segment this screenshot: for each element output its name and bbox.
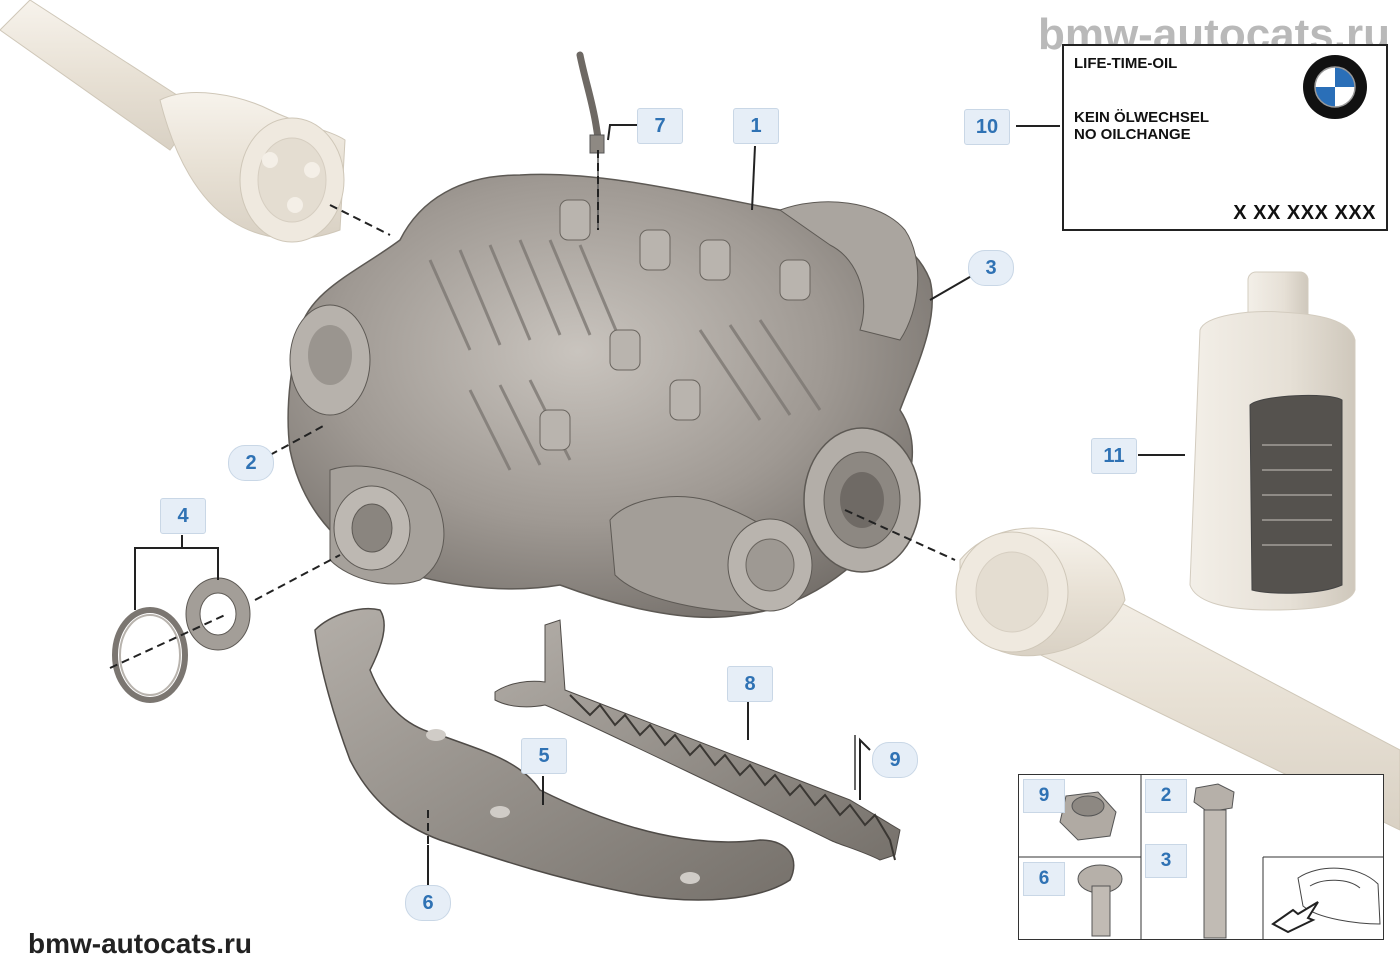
arrow-icon	[1271, 901, 1319, 934]
oil-label-sticker: LIFE-TIME-OIL KEIN ÖLWECHSEL NO OILCHANG…	[1062, 44, 1388, 231]
inset-callout-6[interactable]: 6	[1023, 862, 1065, 896]
callout-4[interactable]: 4	[160, 498, 206, 534]
heat-shield	[494, 619, 901, 861]
callout-5[interactable]: 5	[521, 738, 567, 774]
oil-bottle	[1189, 271, 1356, 611]
label-part-number: X XX XXX XXX	[1233, 202, 1376, 224]
inset-callout-9[interactable]: 9	[1023, 779, 1065, 813]
mounting-bracket	[314, 608, 795, 901]
callout-2[interactable]: 2	[228, 445, 274, 481]
hardware-inset-grid	[1018, 774, 1384, 940]
label-life-time-oil: LIFE-TIME-OIL	[1074, 55, 1178, 72]
inset-callout-3[interactable]: 3	[1145, 844, 1187, 878]
callout-3[interactable]: 3	[968, 250, 1014, 286]
callout-10[interactable]: 10	[964, 109, 1010, 145]
callout-1[interactable]: 1	[733, 108, 779, 144]
drive-shaft-right	[955, 527, 1400, 831]
drive-shaft-left	[0, 0, 346, 243]
callout-6[interactable]: 6	[405, 885, 451, 921]
dashed-axis-lines	[109, 150, 956, 845]
seal-ring-set	[112, 577, 251, 703]
inset-callout-2[interactable]: 2	[1145, 779, 1187, 813]
label-no-oilchange: NO OILCHANGE	[1074, 126, 1191, 143]
callout-8[interactable]: 8	[727, 666, 773, 702]
callout-11[interactable]: 11	[1091, 438, 1137, 474]
label-kein-oelwechsel: KEIN ÖLWECHSEL	[1074, 109, 1210, 126]
callout-9[interactable]: 9	[872, 742, 918, 778]
watermark-bottom: bmw-autocats.ru	[28, 928, 253, 959]
hardware-inset: 9 2 3 6	[1018, 774, 1384, 940]
leader-lines	[134, 124, 1185, 890]
differential-housing	[287, 173, 934, 619]
callout-7[interactable]: 7	[637, 108, 683, 144]
bmw-logo-icon	[1303, 55, 1367, 119]
